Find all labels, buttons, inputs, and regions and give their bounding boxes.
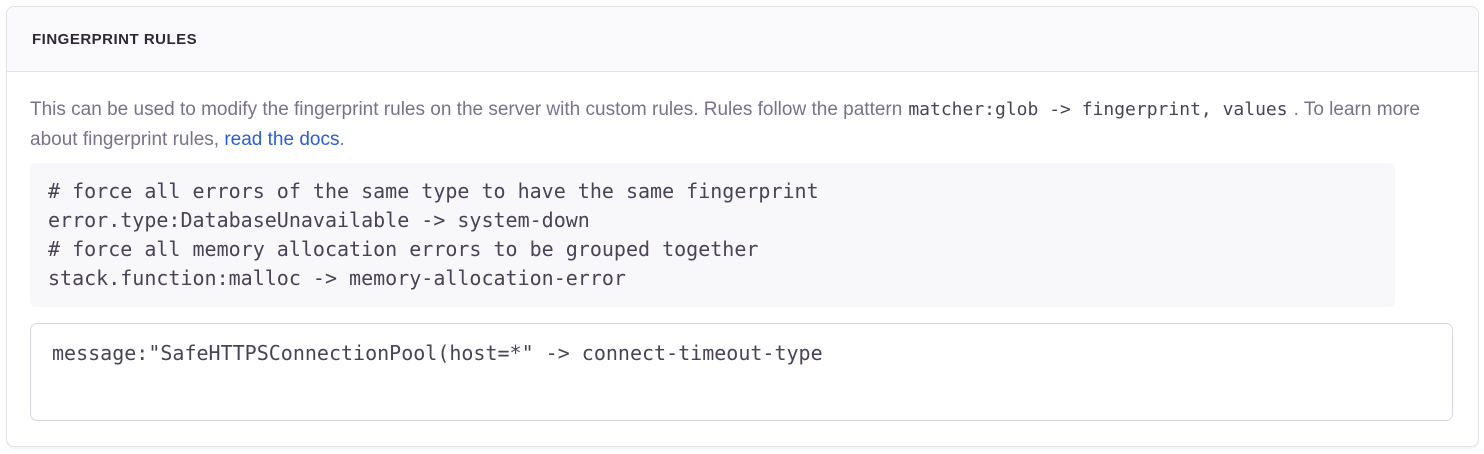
- read-the-docs-link[interactable]: read the docs: [224, 129, 340, 150]
- description-text-continued: . To learn more about fingerprint rules,: [30, 99, 1420, 150]
- example-code-block: # force all errors of the same type to h…: [30, 163, 1395, 307]
- panel-body: This can be used to modify the fingerpri…: [7, 72, 1478, 445]
- description-period: .: [339, 129, 345, 150]
- fingerprint-rules-input[interactable]: message:"SafeHTTPSConnectionPool(host=*"…: [30, 323, 1453, 421]
- panel-header: FINGERPRINT RULES: [7, 7, 1478, 72]
- rule-pattern-inline-code: matcher:glob -> fingerprint, values: [908, 99, 1288, 120]
- panel-title: FINGERPRINT RULES: [32, 30, 198, 48]
- fingerprint-rules-panel: FINGERPRINT RULES This can be used to mo…: [6, 6, 1479, 447]
- description: This can be used to modify the fingerpri…: [30, 95, 1425, 155]
- description-text: This can be used to modify the fingerpri…: [30, 99, 903, 120]
